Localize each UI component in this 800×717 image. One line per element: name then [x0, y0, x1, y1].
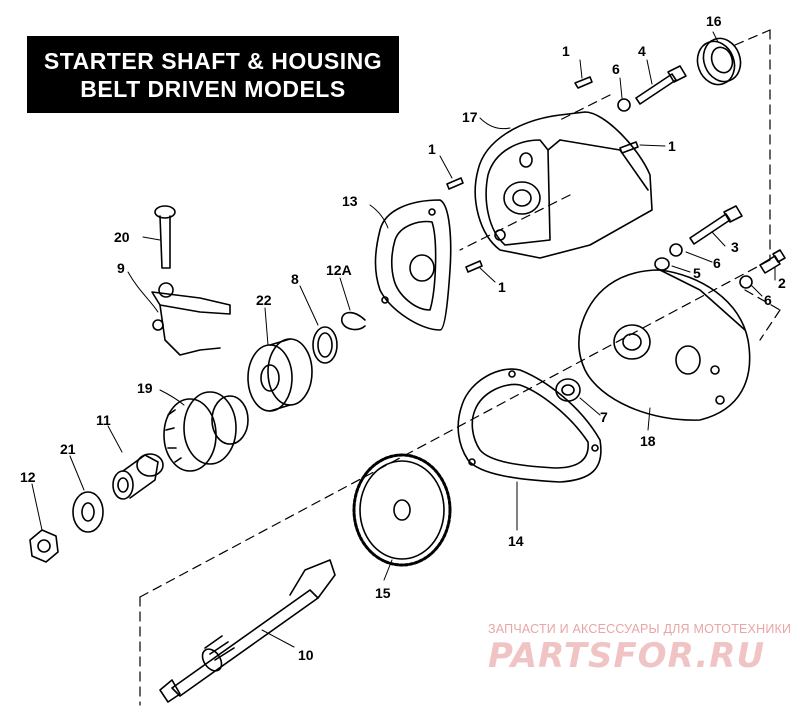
- title-line-2: BELT DRIVEN MODELS: [80, 75, 346, 102]
- callout-17: 17: [462, 109, 478, 125]
- callout-11: 11: [96, 412, 111, 428]
- callout-12: 12: [20, 469, 36, 485]
- callout-16: 16: [706, 13, 722, 29]
- callout-1: 1: [428, 141, 436, 157]
- callout-1: 1: [668, 138, 676, 154]
- part-2-bolt: [759, 249, 786, 274]
- part-1-dowel: [465, 260, 483, 273]
- part-3-bolt: [689, 205, 743, 245]
- callout-leader-lines: [31, 31, 776, 648]
- callout-21: 21: [60, 441, 76, 457]
- callout-6: 6: [713, 255, 721, 271]
- part-6-washer: [739, 275, 753, 289]
- callout-10: 10: [298, 647, 314, 663]
- part-21-washer: [72, 491, 104, 533]
- callout-1: 1: [562, 43, 570, 59]
- part-6-washer: [669, 243, 683, 257]
- part-8-ring: [312, 326, 338, 364]
- part-19-drive-gear: [163, 391, 249, 472]
- callout-1: 1: [498, 279, 506, 295]
- callout-9: 9: [117, 260, 125, 276]
- title-line-1: STARTER SHAFT & HOUSING: [43, 47, 383, 74]
- callout-20: 20: [114, 229, 130, 245]
- callout-19: 19: [137, 380, 153, 396]
- part-18-cover-housing: [578, 269, 751, 421]
- part-1-dowel: [574, 76, 593, 89]
- part-15-gear: [352, 453, 452, 567]
- diagram-title: STARTER SHAFT & HOUSING BELT DRIVEN MODE…: [27, 36, 399, 113]
- part-17-starter-housing: [474, 111, 653, 259]
- part-9-lever: [151, 282, 231, 356]
- part-12A-clip: [341, 311, 366, 331]
- assembly-axis-lines: [139, 29, 781, 706]
- callout-6: 6: [764, 292, 772, 308]
- callout-8: 8: [291, 271, 299, 287]
- part-5-washer: [654, 257, 670, 271]
- part-22-bearing: [247, 338, 313, 412]
- callout-12A: 12A: [326, 262, 352, 278]
- callout-2: 2: [778, 275, 786, 291]
- part-1-dowel: [446, 177, 464, 190]
- callout-14: 14: [508, 533, 524, 549]
- callout-labels: 16 1 6 4 17 1 1 13 3 6 2 20 5 1 6 9 12A …: [20, 13, 786, 663]
- part-6-washer: [617, 98, 631, 112]
- callout-3: 3: [731, 239, 739, 255]
- callout-4: 4: [638, 43, 646, 59]
- watermark-tagline: ЗАПЧАСТИ И АКСЕССУАРЫ ДЛЯ МОТОТЕХНИКИ: [488, 622, 792, 636]
- part-14-gasket: [457, 368, 602, 483]
- part-7-seal: [555, 378, 581, 402]
- part-13-gasket: [374, 199, 452, 331]
- part-16-seal: [696, 37, 742, 86]
- watermark-logo: PARTSFOR.RU: [488, 636, 766, 676]
- callout-22: 22: [256, 292, 272, 308]
- callout-15: 15: [375, 585, 391, 601]
- part-10-shaft: [159, 559, 336, 703]
- callout-18: 18: [640, 433, 656, 449]
- callout-7: 7: [600, 409, 608, 425]
- part-4-bolt: [635, 65, 687, 105]
- callout-6: 6: [612, 61, 620, 77]
- callout-5: 5: [693, 265, 701, 281]
- part-20-screw: [154, 205, 176, 269]
- part-12-nut: [29, 529, 59, 563]
- callout-13: 13: [342, 193, 358, 209]
- part-11-sleeve: [112, 453, 164, 500]
